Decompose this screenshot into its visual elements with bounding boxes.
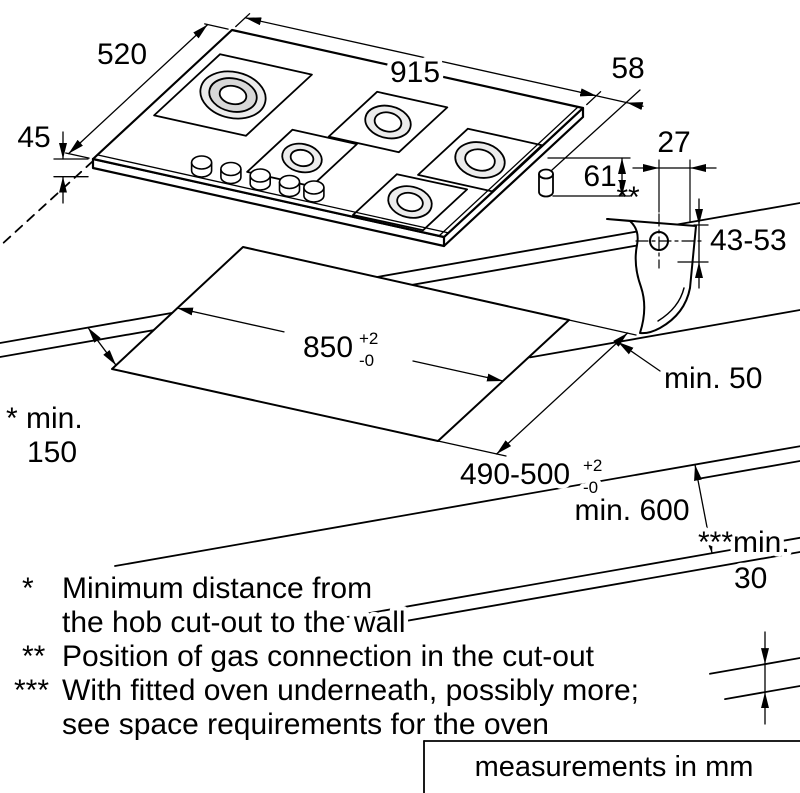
hob-right-rim	[438, 106, 579, 237]
footnotes: * Minimum distance from the hob cut-out …	[10, 568, 644, 746]
counter-front-edge	[114, 445, 800, 567]
cutout-width-label: 850	[303, 331, 353, 364]
gas-inlet-stub	[538, 168, 554, 198]
hob-height-label: 45	[17, 121, 50, 154]
burner-front-middle	[387, 185, 433, 219]
footnote-marker-1: *	[22, 572, 34, 605]
footnote-text-3b: see space requirements for the oven	[62, 708, 549, 741]
control-knob	[278, 174, 301, 198]
rear-gap-line-1	[709, 657, 800, 675]
burner-right	[454, 141, 506, 179]
dashed-projection-line	[0, 160, 94, 247]
min-wall-value: 150	[27, 436, 77, 469]
footnote-text-3a: With fitted oven underneath, possibly mo…	[62, 674, 639, 707]
units-note: measurements in mm	[475, 751, 754, 783]
units-block: measurements in mm	[423, 740, 800, 793]
burner-back-middle	[364, 104, 412, 140]
control-knobs	[190, 155, 325, 203]
dim-cutout-depth: 490-500 +2 -0	[437, 319, 637, 502]
burners	[199, 70, 506, 219]
footnote-marker-3: ***	[14, 674, 49, 707]
pan-support-5	[351, 173, 469, 232]
burner-small	[281, 142, 323, 174]
cutout-depth-tol-plus: +2	[583, 456, 602, 475]
dim-min-rear: ***min. 30	[694, 522, 794, 725]
hob-front-rim	[96, 154, 450, 234]
burner-large	[199, 70, 267, 120]
rear-gap-line-2	[724, 685, 800, 700]
dim-hob-depth: 520	[65, 23, 229, 159]
footnote-text-1a: Minimum distance from	[62, 572, 372, 605]
cutout-depth-label: 490-500	[460, 458, 570, 491]
min-rear-value: 30	[734, 562, 767, 595]
control-knob	[220, 161, 242, 185]
footnote-marker-2: **	[22, 640, 46, 673]
oven-space-line-1	[329, 536, 800, 621]
bracket-inner-edge	[657, 287, 685, 322]
control-knob	[249, 168, 272, 191]
dim-gas-drop: 61	[547, 156, 631, 198]
dim-850-line-left	[176, 307, 285, 333]
control-knob	[190, 155, 213, 178]
dim-hob-height: 45	[13, 117, 89, 204]
dim-min-side: min. 50	[617, 341, 767, 400]
footnote-text-2: Position of gas connection in the cut-ou…	[62, 640, 595, 673]
cutout-width-tol-plus: +2	[359, 329, 378, 348]
dim-min-below: min. 600	[570, 463, 713, 554]
dim-hob-width: 915	[235, 13, 602, 106]
gas-offset-label: 58	[611, 52, 644, 85]
footnote-text-1b: the hob cut-out to the wall	[62, 606, 406, 639]
gas-depth-range-label: 43-53	[710, 224, 787, 257]
gas-connection-detail: **	[606, 177, 703, 335]
dim-gas-offset: 58	[551, 48, 649, 171]
dim-gas-from-center: 27	[632, 122, 717, 223]
gas-from-center-label: 27	[657, 126, 690, 159]
dim-gas-depth-range: 43-53	[677, 198, 791, 289]
dim-min-wall: * min. 150	[2, 326, 117, 474]
hob-depth-label: 520	[97, 38, 147, 71]
min-side-label: min. 50	[664, 362, 762, 395]
dim-850-line-right	[412, 360, 504, 382]
control-knob	[303, 180, 325, 203]
counter-front-edge-2	[699, 460, 800, 480]
min-wall-label: * min.	[6, 402, 83, 435]
hob-surface	[91, 28, 585, 239]
gas-position-marker: **	[616, 181, 640, 214]
pan-support-4	[417, 127, 543, 193]
dimensions: 915 58 520 45 61	[2, 13, 794, 725]
oven-space-line-2	[359, 551, 800, 630]
min-below-label: min. 600	[574, 494, 689, 527]
hob-width-label: 915	[390, 56, 440, 89]
min-rear-label: ***min.	[698, 526, 790, 559]
gas-drop-label: 61	[583, 160, 616, 193]
cutout-width-tol-minus: -0	[359, 351, 374, 370]
